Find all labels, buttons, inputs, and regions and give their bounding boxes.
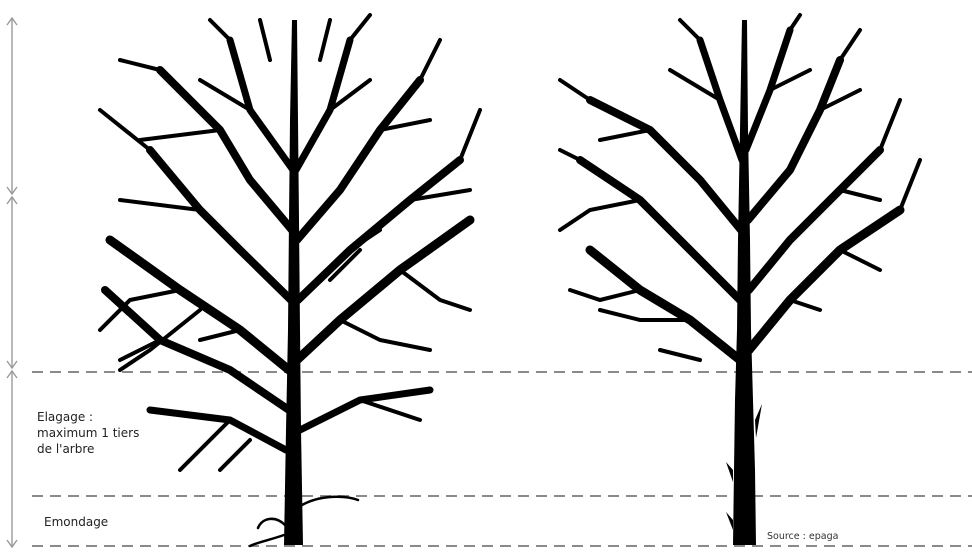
emondage-label: Emondage xyxy=(44,514,108,530)
elagage-label: Elagage : maximum 1 tiers de l'arbre xyxy=(37,409,187,457)
pruned-tree-icon xyxy=(560,15,920,545)
elagage-label-line-2: maximum 1 tiers xyxy=(37,425,187,441)
arrow-bottom-section xyxy=(7,371,17,547)
guide-lines xyxy=(32,372,972,546)
arrow-top-section xyxy=(7,18,17,194)
elagage-label-line-1: Elagage : xyxy=(37,409,187,425)
height-arrows xyxy=(7,18,17,547)
elagage-label-line-3: de l'arbre xyxy=(37,441,187,457)
source-credit: Source : epaga xyxy=(767,529,838,545)
full-crown-tree-icon xyxy=(100,15,480,546)
arrow-middle-section xyxy=(7,197,17,368)
